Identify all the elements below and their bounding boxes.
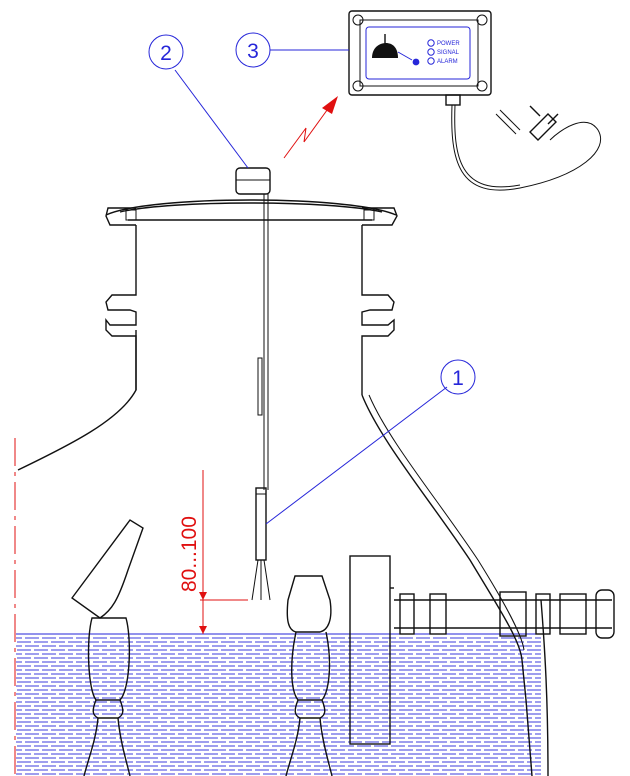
liquid-level — [16, 633, 541, 776]
wireless-signal-icon — [283, 96, 338, 159]
callout-1-leader — [265, 386, 448, 525]
inlet-pipe-centre — [285, 575, 333, 776]
callout-1: 1 — [440, 359, 476, 395]
float-sensor — [251, 194, 271, 601]
indicator-signal-label: SIGNAL — [437, 50, 460, 56]
tank-lid — [105, 167, 397, 221]
indicator-alarm-label: ALARM — [437, 59, 458, 65]
dimension-label: 80...100 — [178, 516, 201, 592]
callout-3-label: 3 — [247, 40, 259, 63]
callout-2-label: 2 — [160, 42, 172, 65]
outlet-pipe — [349, 555, 615, 745]
dimension-80-100: 80...100 — [178, 470, 248, 634]
inlet-pipe-left — [71, 519, 144, 776]
power-plug — [495, 105, 559, 141]
control-unit: POWER SIGNAL ALARM — [348, 10, 602, 191]
callout-2: 2 — [148, 34, 184, 70]
signal-led — [427, 48, 435, 56]
callout-1-label: 1 — [452, 367, 464, 390]
float-switch-icon — [372, 43, 398, 58]
alarm-led — [427, 57, 435, 65]
callout-3: 3 — [235, 32, 271, 68]
callout-2-leader — [174, 69, 249, 169]
power-led — [427, 39, 435, 47]
indicator-power-label: POWER — [437, 41, 460, 47]
